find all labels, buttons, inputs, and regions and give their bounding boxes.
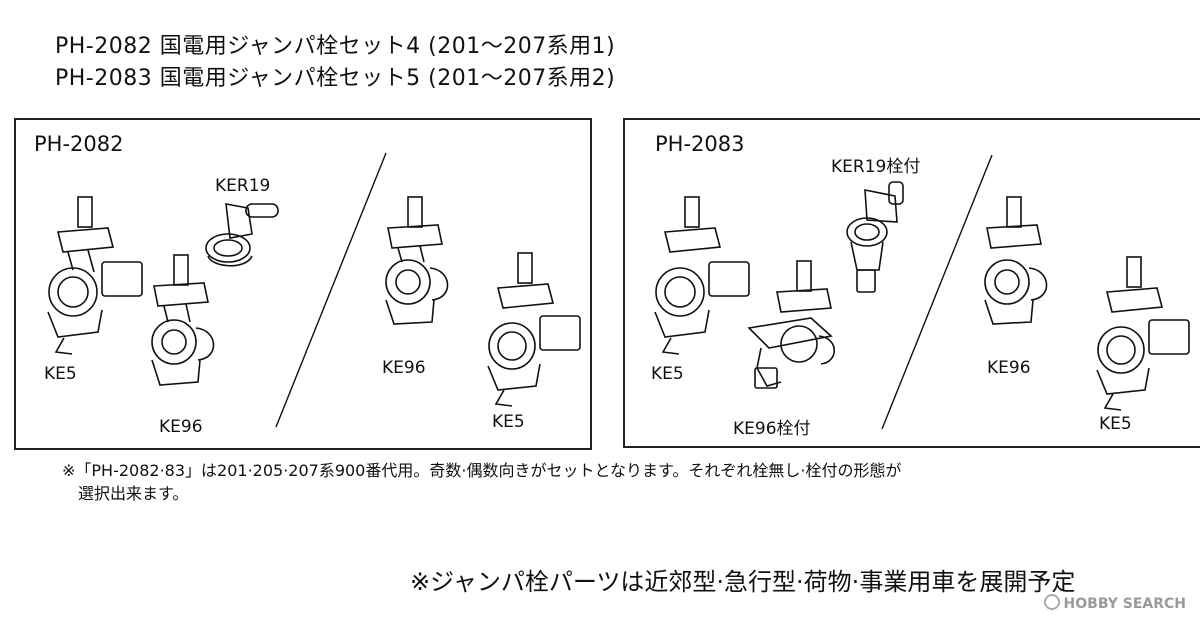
panel-title: PH-2082 [34,132,124,156]
product-plan-note: ※ジャンパ栓パーツは近郊型·急行型·荷物·事業用車を展開予定 [410,568,1076,596]
ke96-jumper-illustration [984,196,1048,325]
product-title-ph2082: PH-2082 国電用ジャンパ栓セット4 (201～207系用1) [55,34,616,59]
ke5-label: KE5 [1099,414,1132,434]
ke5-label: KE5 [44,364,77,384]
ke5-label: KE5 [651,364,684,384]
watermark: HOBBY SEARCH [1043,594,1186,612]
ke96-jumper-illustration [151,254,215,386]
ker19-receptacle-illustration [205,203,279,267]
ke5-jumper-illustration [487,252,581,407]
ke5-jumper-illustration [1096,256,1190,411]
ke5-label: KE5 [492,412,525,432]
hobby-search-logo-icon [1043,594,1060,610]
panel-title: PH-2083 [655,132,745,156]
panel-ph2082: PH-2082 [14,118,592,450]
footnote-line-1: ※「PH-2082·83」は201·205·207系900番代用。奇数·偶数向き… [62,461,902,480]
diagonal-divider [881,154,993,430]
ke5-jumper-illustration [47,196,143,355]
ker19-plugged-label: KER19栓付 [831,157,921,177]
ke96-label: KE96 [987,358,1031,378]
footnote-line-2: 選択出来ます。 [78,484,189,503]
watermark-text: HOBBY SEARCH [1063,596,1186,612]
ke96-plugged-label: KE96栓付 [733,419,811,439]
ke96-label: KE96 [382,358,426,378]
diagonal-divider [275,152,387,428]
ke5-jumper-illustration [654,196,750,355]
ke96-label: KE96 [159,417,203,437]
ker19-label: KER19 [215,176,271,196]
product-title-ph2083: PH-2083 国電用ジャンパ栓セット5 (201～207系用2) [55,66,616,91]
panel-ph2083: PH-2083 [623,118,1200,448]
ke96-plugged-jumper-illustration [747,260,836,389]
ker19-plugged-receptacle-illustration [846,181,904,293]
ke96-jumper-illustration [385,196,449,325]
